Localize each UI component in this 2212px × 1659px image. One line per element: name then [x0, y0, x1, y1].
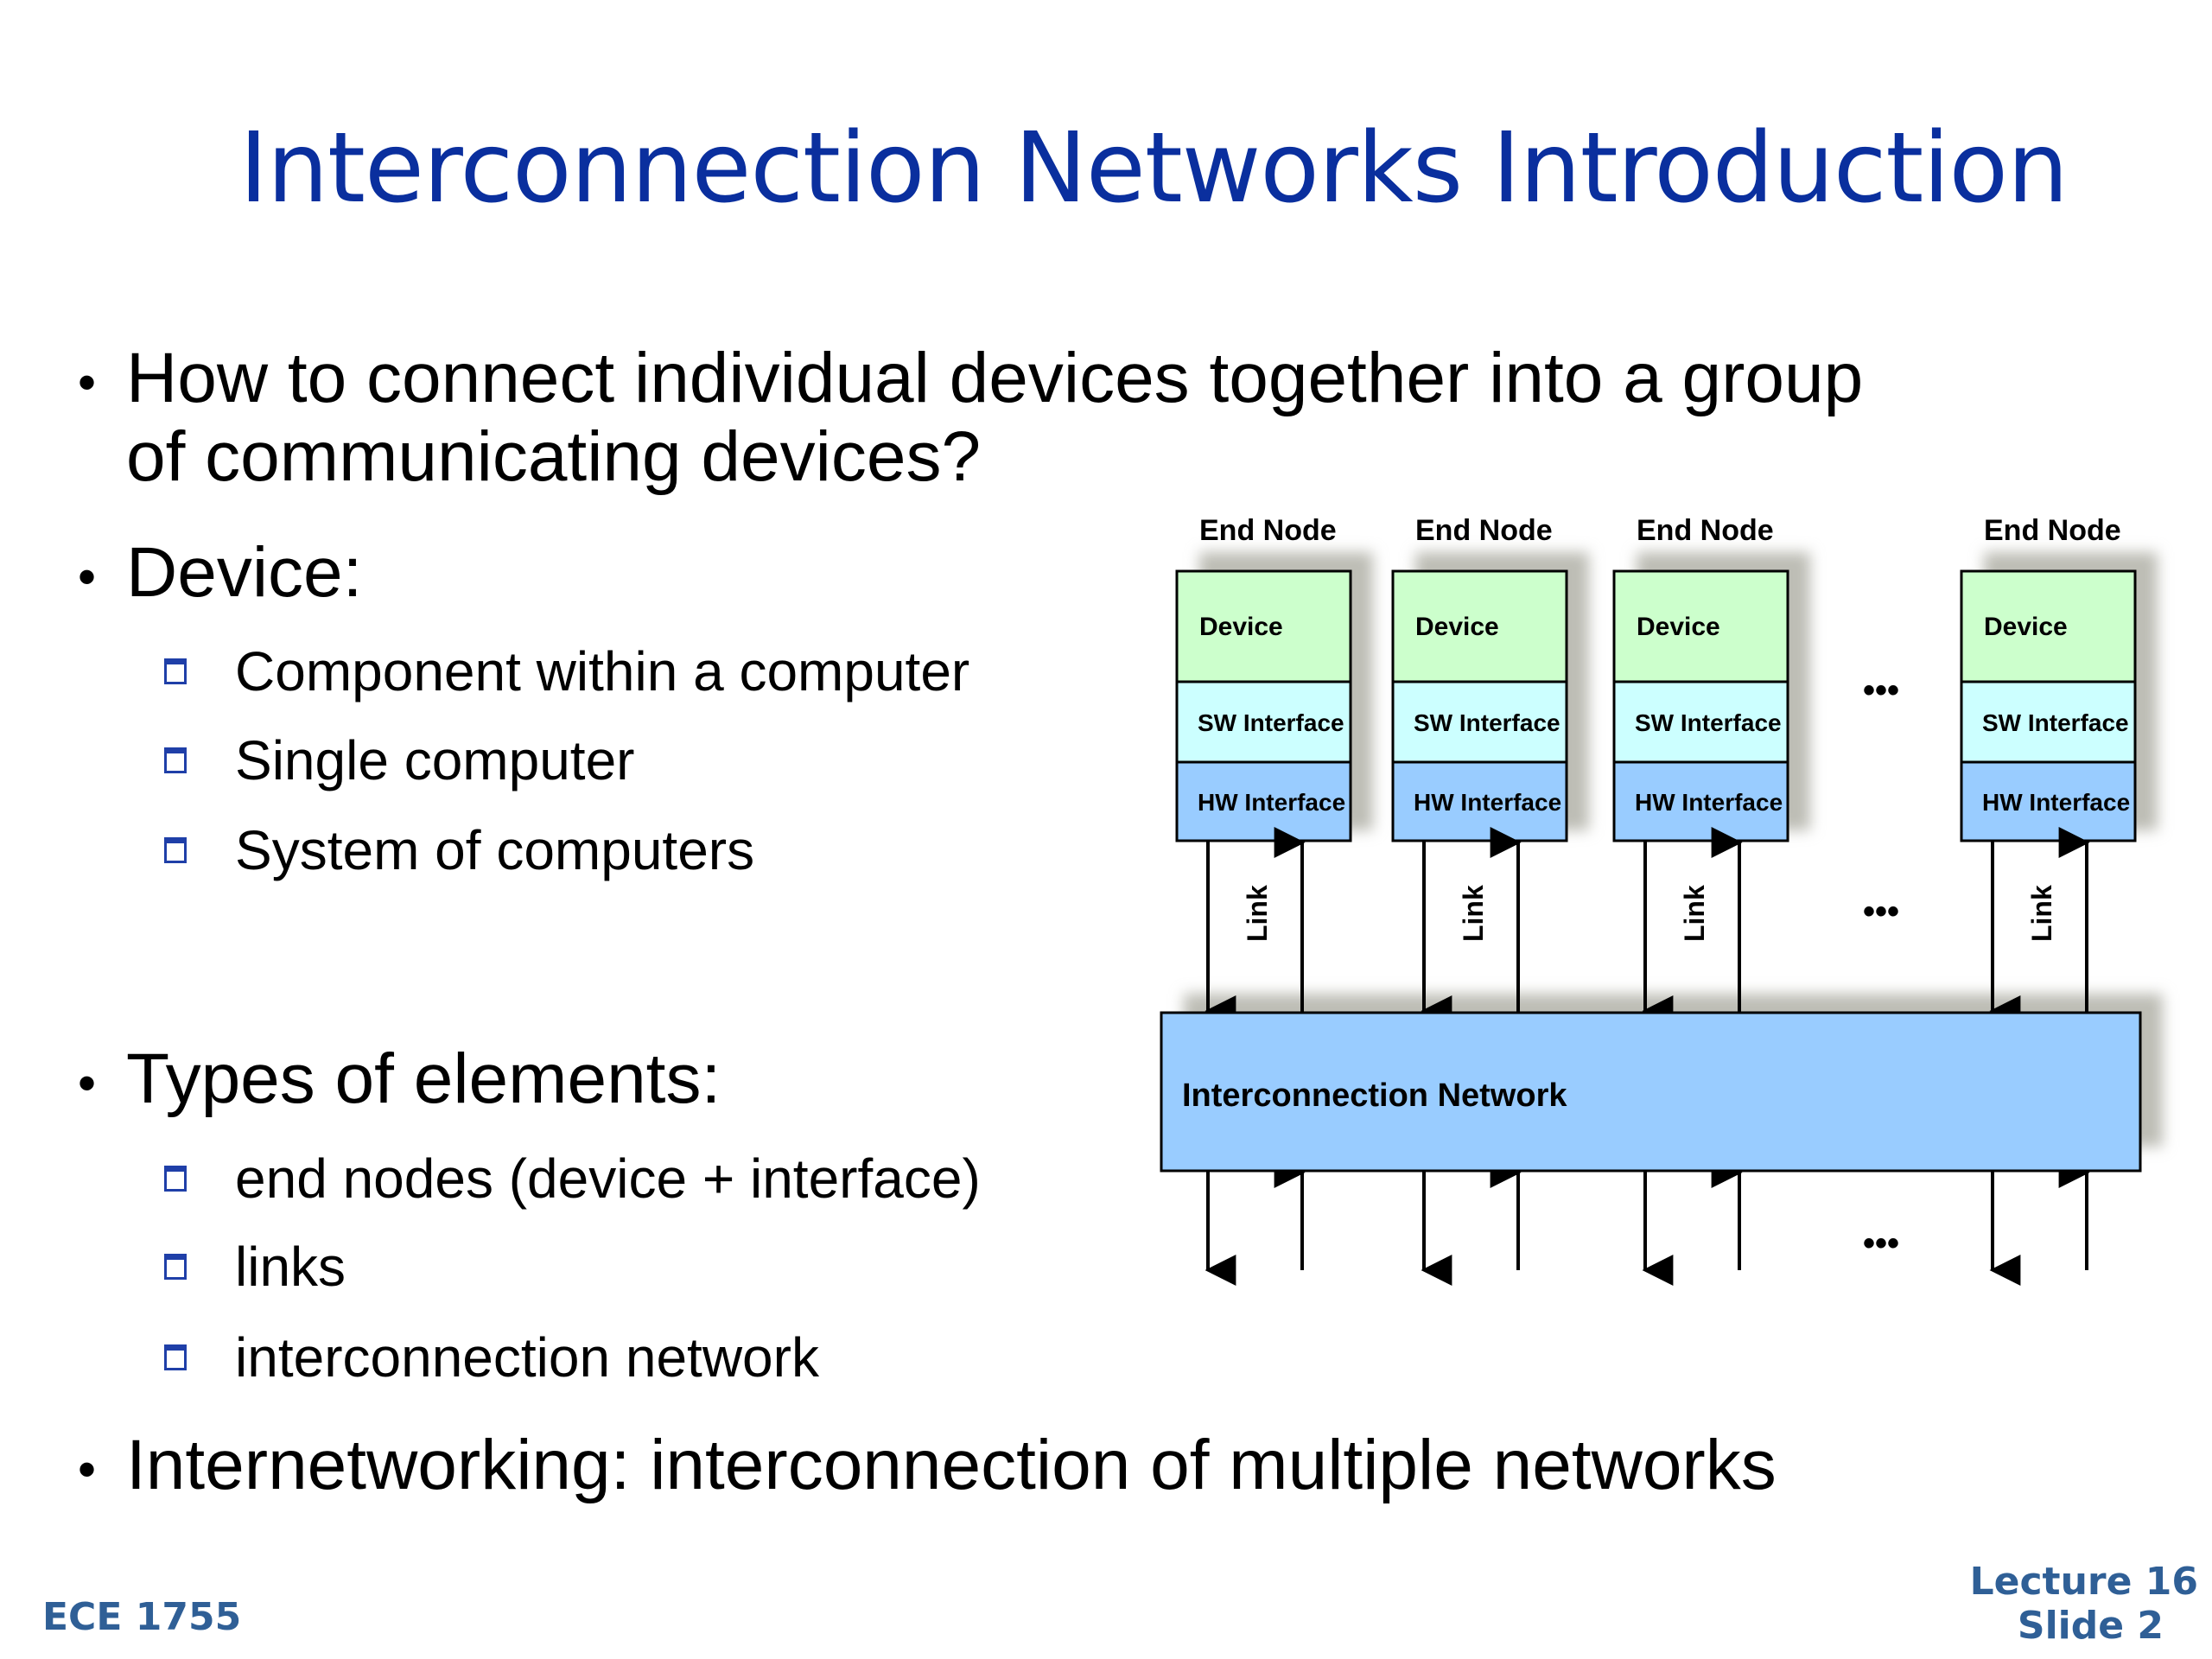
sw-interface-layer: [1612, 680, 1789, 764]
interconnection-network-box: [1160, 1011, 2142, 1173]
interconnection-network-label: Interconnection Network: [1182, 1077, 1567, 1114]
bullet-dot: •: [78, 548, 97, 607]
sub-bullet-end-nodes: end nodes (device + interface): [164, 1147, 981, 1211]
sub-bullet-text: System of computers: [235, 819, 755, 881]
link-label: Link: [1679, 885, 1710, 942]
sub-bullet-component: Component within a computer: [164, 639, 969, 703]
sub-bullet-text: interconnection network: [235, 1326, 819, 1389]
hw-interface-layer: [1175, 760, 1352, 842]
ellipsis-icon: •••: [1863, 1224, 1899, 1262]
square-bullet-icon: [164, 1166, 187, 1192]
sw-interface-label: SW Interface: [1414, 709, 1560, 736]
sw-interface-label: SW Interface: [1982, 709, 2129, 736]
sub-bullet-system: System of computers: [164, 818, 754, 882]
bullet-types: • Types of elements:: [78, 1042, 721, 1121]
device-layer: [1612, 569, 1789, 683]
sw-interface-label: SW Interface: [1635, 709, 1782, 736]
square-bullet-icon: [164, 658, 187, 684]
bullet-dot: •: [78, 1054, 97, 1113]
bullet-dot: •: [78, 353, 97, 412]
square-bullet-icon: [164, 1344, 187, 1370]
square-bullet-icon: [164, 1254, 187, 1280]
bullet-internetworking-text: Internetworking: interconnection of mult…: [126, 1426, 1777, 1504]
sub-bullet-text: end nodes (device + interface): [235, 1147, 981, 1210]
device-layer: [1960, 569, 2137, 683]
sw-interface-layer: [1960, 680, 2137, 764]
bullet-device: • Device:: [78, 536, 362, 614]
sw-interface-layer: [1391, 680, 1568, 764]
sw-interface-label: SW Interface: [1198, 709, 1344, 736]
end-node-label: End Node: [1415, 514, 1553, 547]
bullet-types-text: Types of elements:: [126, 1039, 721, 1118]
link-label: Link: [2026, 885, 2057, 942]
footer-slide-number: Slide 2: [2017, 1604, 2164, 1648]
footer-lecture: Lecture 16: [1969, 1560, 2198, 1604]
footer-course: ECE 1755: [42, 1595, 242, 1639]
device-label: Device: [1984, 613, 2068, 641]
bullet-question-line1: How to connect individual devices togeth…: [126, 339, 1864, 417]
device-layer: [1391, 569, 1568, 683]
sub-bullet-links: links: [164, 1235, 346, 1299]
sub-bullet-text: Component within a computer: [235, 640, 970, 702]
device-label: Device: [1637, 613, 1720, 641]
link-label: Link: [1242, 885, 1273, 942]
hw-interface-label: HW Interface: [1635, 789, 1783, 816]
device-label: Device: [1415, 613, 1499, 641]
slide-title: Interconnection Networks Introduction: [239, 112, 2069, 225]
bullet-dot: •: [78, 1440, 97, 1499]
square-bullet-icon: [164, 837, 187, 863]
end-node-label: End Node: [1637, 514, 1774, 547]
hw-interface-layer: [1960, 760, 2137, 842]
bullet-question-line2: of communicating devices?: [126, 417, 982, 497]
bullet-device-text: Device:: [126, 533, 363, 612]
sub-bullet-text: Single computer: [235, 729, 635, 791]
hw-interface-layer: [1612, 760, 1789, 842]
hw-interface-label: HW Interface: [1198, 789, 1345, 816]
hw-interface-label: HW Interface: [1982, 789, 2130, 816]
square-bullet-icon: [164, 747, 187, 773]
hw-interface-label: HW Interface: [1414, 789, 1561, 816]
device-label: Device: [1199, 613, 1283, 641]
ellipsis-icon: •••: [1863, 893, 1899, 931]
device-layer: [1175, 569, 1352, 683]
ellipsis-icon: •••: [1863, 671, 1899, 709]
end-node-label: End Node: [1199, 514, 1337, 547]
end-node-label: End Node: [1984, 514, 2121, 547]
sub-bullet-text: links: [235, 1236, 346, 1298]
sub-bullet-network: interconnection network: [164, 1325, 819, 1389]
bullet-internetworking: • Internetworking: interconnection of mul…: [78, 1428, 1777, 1507]
link-label: Link: [1458, 885, 1489, 942]
hw-interface-layer: [1391, 760, 1568, 842]
bullet-question: • How to connect individual devices toget…: [78, 341, 1863, 494]
sub-bullet-single-computer: Single computer: [164, 728, 634, 792]
